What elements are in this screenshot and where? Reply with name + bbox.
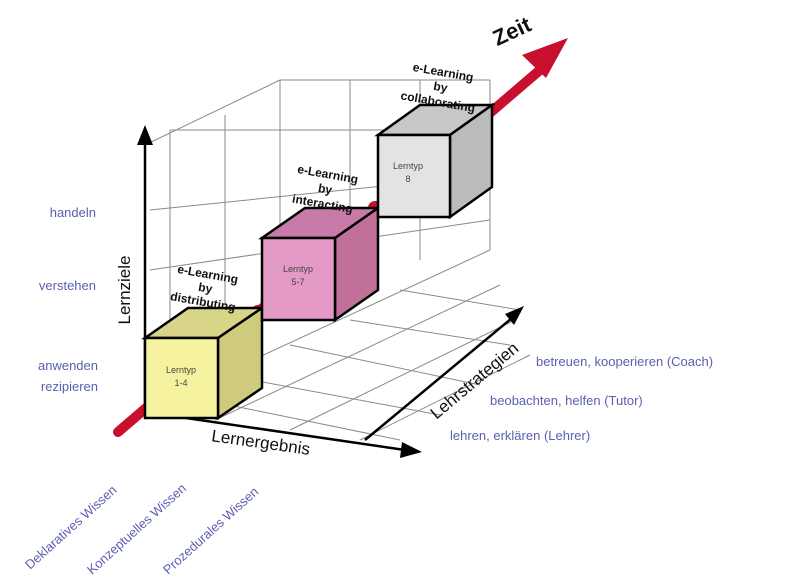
lehrstrategien-axis-label: Lehrstrategien <box>427 339 522 423</box>
stage1-line2: by <box>197 280 214 296</box>
cube-lerntyp-8 <box>374 102 496 220</box>
stage2-line2: by <box>317 181 334 197</box>
cube2-label-line1: Lerntyp <box>283 264 313 274</box>
cube-lerntyp-5-7 <box>258 205 382 323</box>
lehrstrategie-tutor: beobachten, helfen (Tutor) <box>490 393 643 408</box>
lernziele-level-handeln: handeln <box>50 205 96 220</box>
cube3-label-line1: Lerntyp <box>393 161 423 171</box>
stage3-line2: by <box>432 79 449 95</box>
lehrstrategie-lehrer: lehren, erklären (Lehrer) <box>450 428 590 443</box>
lernergebnis-axis-label: Lernergebnis <box>210 426 311 459</box>
cube2-label-line2: 5-7 <box>291 277 304 287</box>
lehrstrategie-coach: betreuen, kooperieren (Coach) <box>536 354 713 369</box>
time-axis-label: Zeit <box>489 11 536 50</box>
cube1-label-line2: 1-4 <box>174 378 187 388</box>
lernziele-level-rezipieren: rezipieren <box>41 379 98 394</box>
lernziele-axis-label: Lernziele <box>115 256 134 325</box>
lernziele-level-verstehen: verstehen <box>39 278 96 293</box>
lernziele-level-anwenden: anwenden <box>38 358 98 373</box>
cube3-label-line2: 8 <box>405 174 410 184</box>
stage-label-collaborating: e-Learning by collaborating <box>400 60 477 115</box>
stage-label-distributing: e-Learning by distributing <box>169 262 239 314</box>
cube1-label-line1: Lerntyp <box>166 365 196 375</box>
cube-lerntyp-1-4 <box>141 305 267 421</box>
